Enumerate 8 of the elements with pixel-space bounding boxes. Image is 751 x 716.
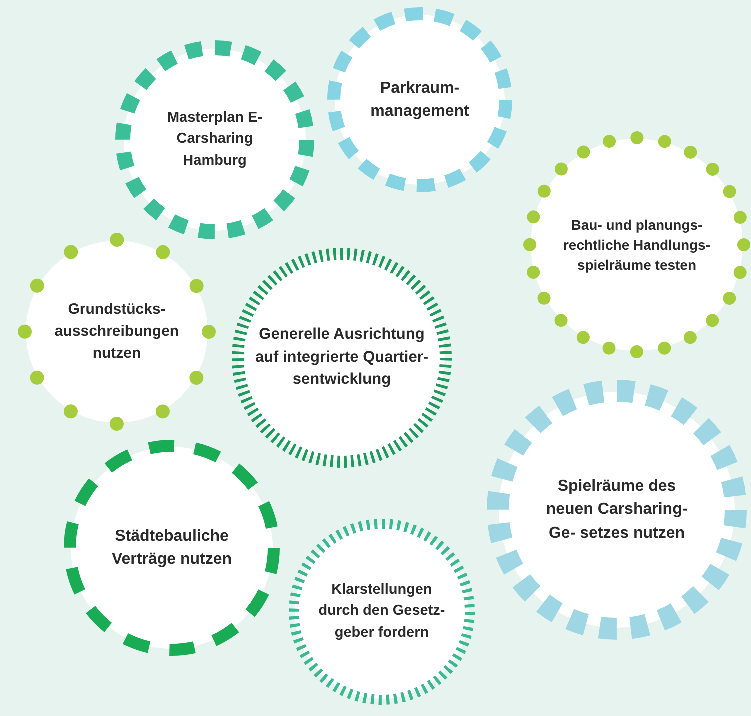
circle-label: Städtebauliche Verträge nutzen [110,526,234,570]
circle-label: Bau- und planungs- rechtliche Handlungs- spielräume testen [562,216,712,276]
circle-label: Grundstücks- ausschreibungen nutzen [54,300,180,364]
circle-label: Generelle Ausrichtung auf integrierte Quartier- sentwicklung [254,325,430,390]
circle-label: Parkraum- management [370,78,470,122]
circle-label: Masterplan E-Carsharing Hamburg [166,109,264,170]
circle-label: Spielräume des neuen Carsharing-Ge- setzes nutzen [545,477,689,544]
circle-label: Klarstellungen durch den Gesetz- geber fordern [318,581,446,642]
